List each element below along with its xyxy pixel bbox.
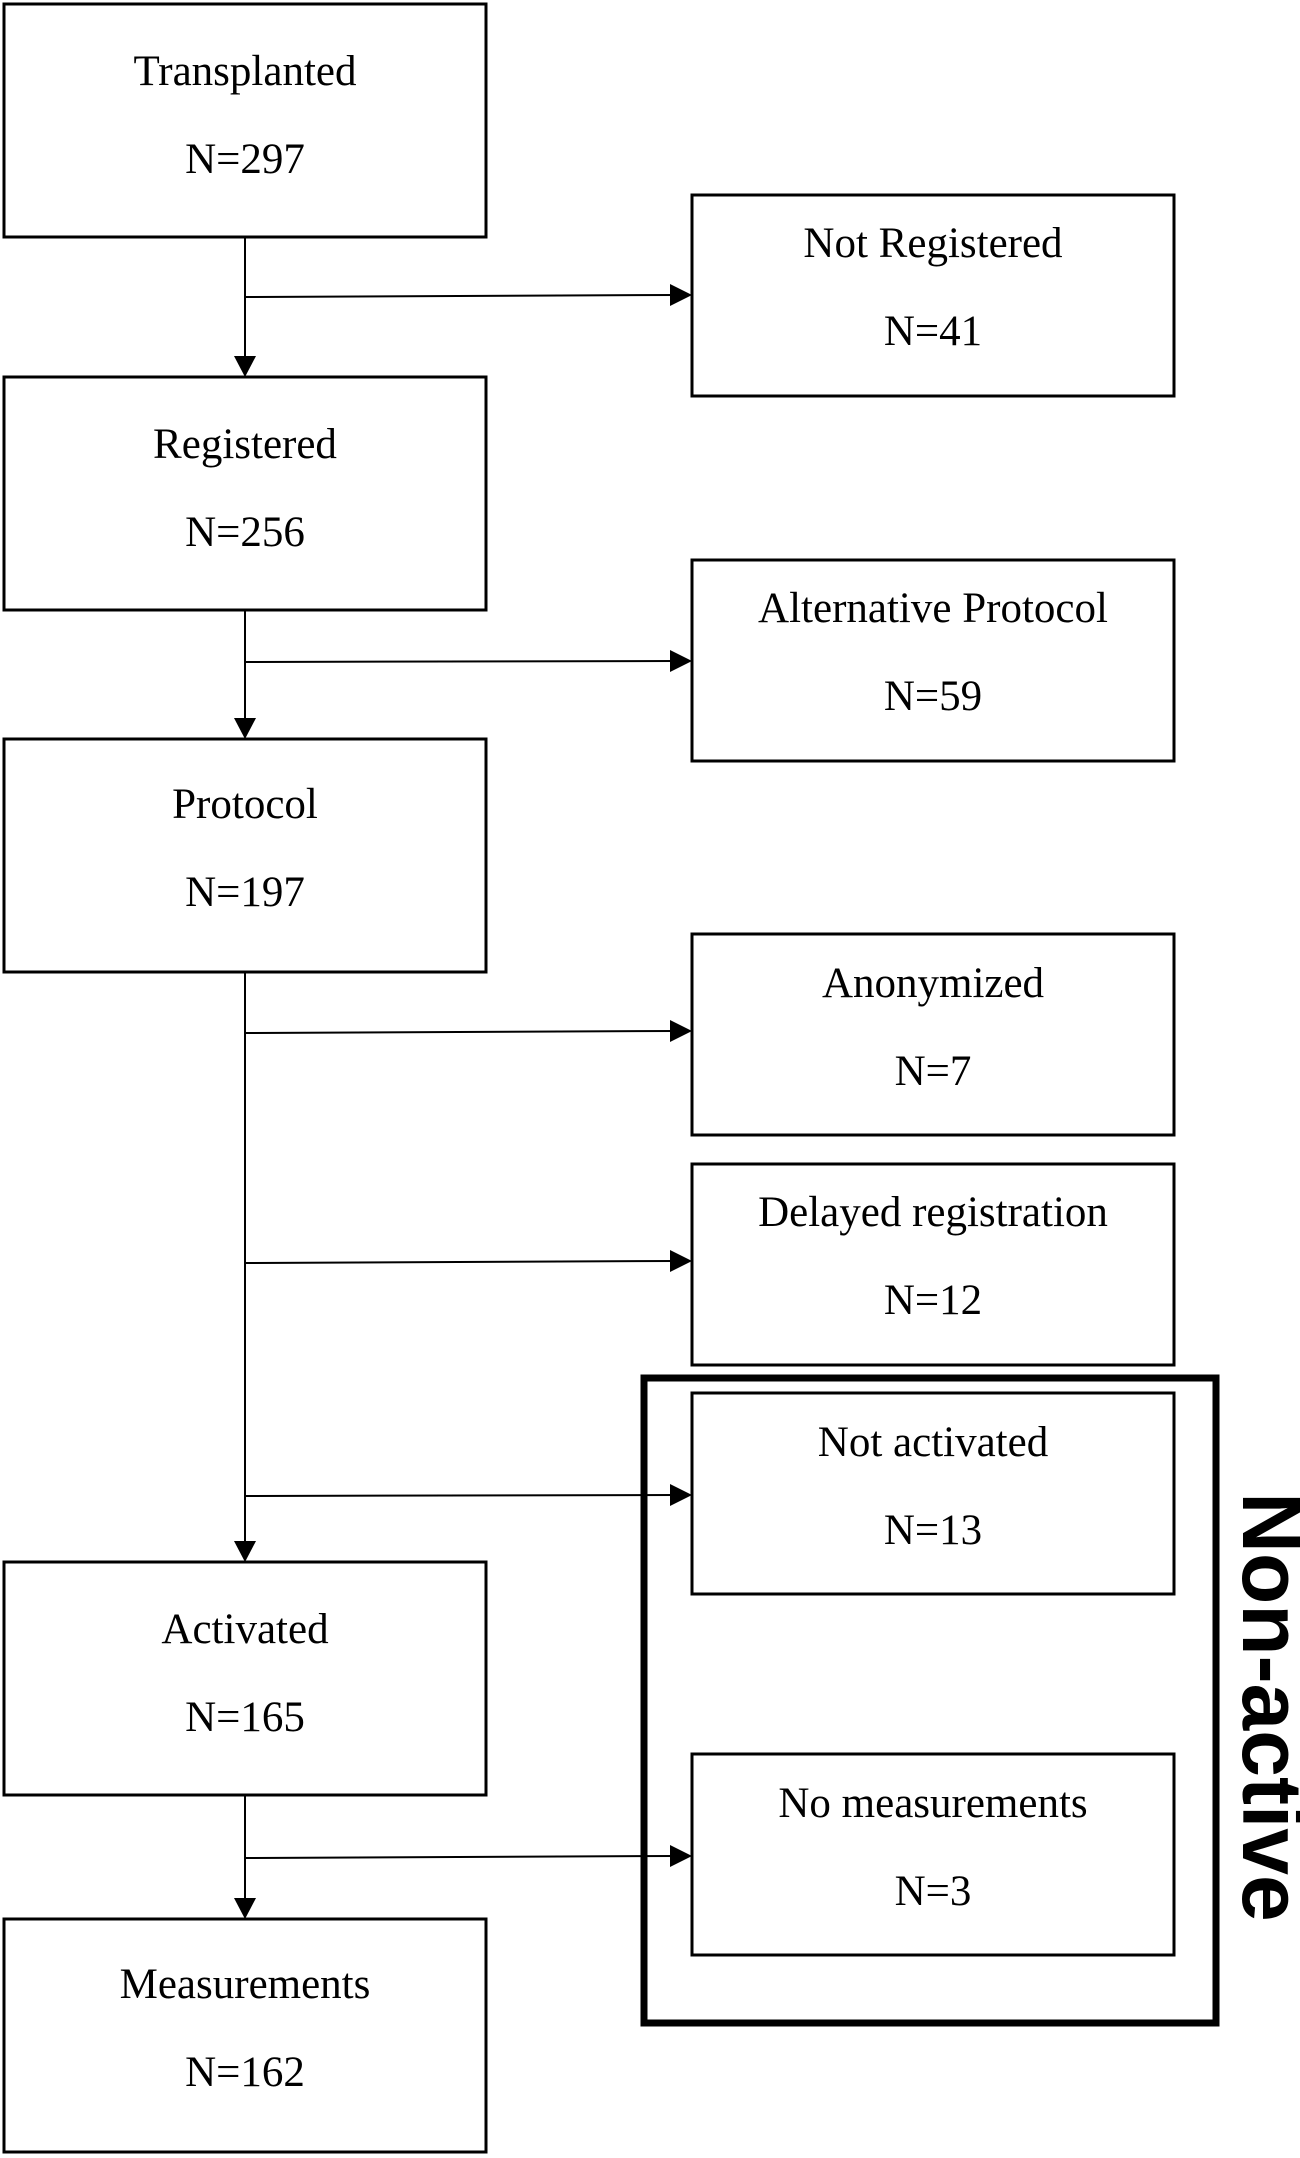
box-registered-title: Registered <box>153 421 337 468</box>
box-delayed-registration-count: N=12 <box>884 1277 982 1324</box>
arrowhead-to-anonymized <box>670 1020 692 1042</box>
box-anonymized-count: N=7 <box>895 1048 972 1095</box>
arrowhead-to-registered <box>234 356 256 377</box>
box-not-registered-title: Not Registered <box>803 220 1062 267</box>
box-no-measurements-count: N=3 <box>895 1868 972 1915</box>
connector-to-delayed-registration <box>244 1260 676 1264</box>
box-delayed-registration-title: Delayed registration <box>758 1189 1108 1236</box>
box-activated: Activated N=165 <box>2 1560 488 1797</box>
box-protocol: Protocol N=197 <box>2 737 488 974</box>
arrowhead-to-not-registered <box>670 284 692 306</box>
box-measurements: Measurements N=162 <box>2 1917 488 2154</box>
arrowhead-to-no-measurements <box>670 1845 692 1867</box>
arrowhead-to-measurements <box>234 1898 256 1919</box>
arrowhead-to-not-activated <box>670 1484 692 1506</box>
box-measurements-title: Measurements <box>120 1961 371 2008</box>
connector-to-anonymized <box>244 1030 676 1034</box>
connector-to-not-registered <box>244 294 676 298</box>
arrowhead-to-delayed-registration <box>670 1250 692 1272</box>
non-active-group-frame <box>640 1374 1220 2027</box>
box-protocol-count: N=197 <box>185 869 305 916</box>
arrowhead-to-activated <box>234 1541 256 1562</box>
box-alternative-protocol: Alternative Protocol N=59 <box>690 558 1176 763</box>
box-no-measurements: No measurements N=3 <box>690 1752 1176 1957</box>
box-anonymized-title: Anonymized <box>822 960 1044 1007</box>
connector-to-not-activated <box>244 1494 676 1497</box>
non-active-group-label: Non-active <box>1225 1492 1300 1921</box>
box-activated-count: N=165 <box>185 1694 305 1741</box>
box-alternative-protocol-count: N=59 <box>884 673 982 720</box>
box-activated-title: Activated <box>161 1606 328 1653</box>
box-not-activated-count: N=13 <box>884 1507 982 1554</box>
box-transplanted: Transplanted N=297 <box>2 2 488 239</box>
box-measurements-count: N=162 <box>185 2049 305 2096</box>
box-not-registered: Not Registered N=41 <box>690 193 1176 398</box>
box-not-registered-count: N=41 <box>884 308 982 355</box>
connector-to-no-measurements <box>244 1855 676 1859</box>
box-no-measurements-title: No measurements <box>778 1780 1087 1827</box>
box-transplanted-title: Transplanted <box>134 48 357 95</box>
box-not-activated: Not activated N=13 <box>690 1391 1176 1596</box>
box-registered: Registered N=256 <box>2 375 488 612</box>
arrowhead-to-protocol <box>234 718 256 739</box>
box-protocol-title: Protocol <box>172 781 318 828</box>
arrowhead-to-alternative-protocol <box>670 650 692 672</box>
box-delayed-registration: Delayed registration N=12 <box>690 1162 1176 1367</box>
box-registered-count: N=256 <box>185 509 305 556</box>
box-transplanted-count: N=297 <box>185 136 305 183</box>
box-alternative-protocol-title: Alternative Protocol <box>758 585 1108 632</box>
connector-to-alternative-protocol <box>244 660 676 663</box>
box-not-activated-title: Not activated <box>818 1419 1048 1466</box>
box-anonymized: Anonymized N=7 <box>690 932 1176 1137</box>
